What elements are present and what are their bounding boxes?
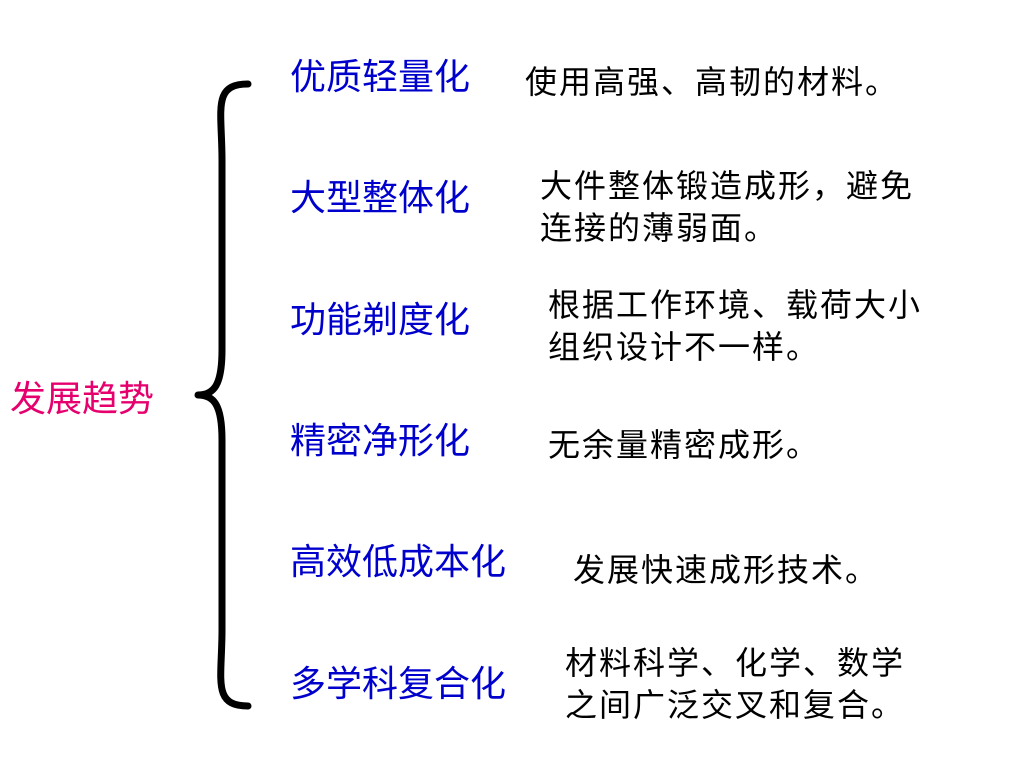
- trend-title-lightweight: 优质轻量化: [290, 57, 471, 98]
- trend-desc-precision: 无余量精密成形。: [548, 425, 820, 467]
- brace-path: [194, 80, 252, 710]
- desc-line: 组织设计不一样。: [548, 327, 821, 366]
- trend-desc-efficiency: 发展快速成形技术。: [573, 550, 879, 592]
- desc-line: 发展快速成形技术。: [573, 551, 880, 589]
- trend-title-gradient: 功能剃度化: [290, 300, 471, 341]
- trend-desc-multidisciplinary: 材料科学、化学、数学 之间广泛交叉和复合。: [565, 643, 905, 726]
- desc-line: 之间广泛交叉和复合。: [565, 685, 906, 724]
- desc-line: 根据工作环境、载荷大小: [548, 286, 923, 324]
- desc-line: 材料科学、化学、数学: [565, 644, 906, 682]
- trend-title-efficiency: 高效低成本化: [290, 542, 507, 583]
- trend-desc-gradient: 根据工作环境、载荷大小 组织设计不一样。: [548, 285, 922, 368]
- trend-desc-integral: 大件整体锻造成形，避免 连接的薄弱面。: [540, 166, 914, 249]
- desc-line: 无余量精密成形。: [548, 426, 821, 464]
- root-label: 发展趋势: [10, 379, 155, 420]
- trend-desc-lightweight: 使用高强、高韧的材料。: [525, 62, 899, 104]
- desc-line: 连接的薄弱面。: [540, 208, 779, 247]
- trend-title-precision: 精密净形化: [290, 421, 471, 462]
- desc-line: 大件整体锻造成形，避免: [540, 167, 915, 205]
- desc-line: 使用高强、高韧的材料。: [525, 63, 900, 101]
- trend-title-integral: 大型整体化: [290, 178, 471, 219]
- left-brace: [194, 80, 252, 710]
- trend-title-multidisciplinary: 多学科复合化: [290, 664, 507, 705]
